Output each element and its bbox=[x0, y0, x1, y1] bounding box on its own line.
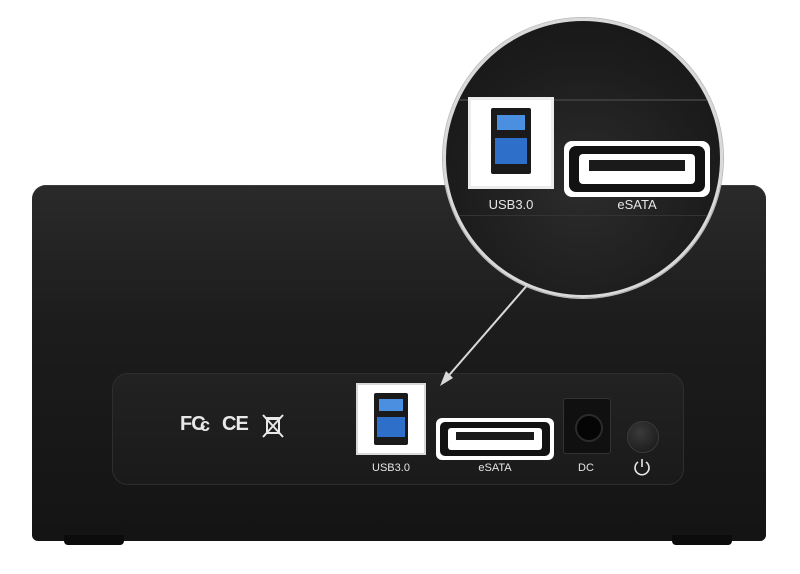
esata-port-inner bbox=[448, 428, 542, 450]
power-button bbox=[627, 421, 659, 453]
zoom-usb3-contact-top bbox=[497, 115, 525, 130]
usb3-port-inner bbox=[374, 393, 408, 445]
zoom-usb3-inner bbox=[491, 108, 531, 174]
zoom-usb3-contact-bottom bbox=[495, 138, 527, 164]
zoom-panel-edge bbox=[446, 215, 720, 216]
dc-jack bbox=[563, 398, 611, 454]
zoom-esata-port bbox=[564, 141, 710, 197]
dc-label: DC bbox=[578, 462, 594, 474]
fcc-mark: FC bbox=[180, 413, 206, 435]
usb3-contact-top bbox=[379, 399, 403, 411]
weee-bin-icon bbox=[262, 414, 284, 438]
usb3-contact-bottom bbox=[377, 417, 405, 437]
zoom-magnifier: USB3.0 eSATA bbox=[443, 18, 723, 298]
zoom-esata-inner bbox=[579, 154, 695, 184]
power-icon bbox=[634, 459, 650, 476]
esata-port-frame bbox=[440, 422, 550, 456]
zoom-esata-slot bbox=[589, 160, 685, 171]
zoom-top-edge bbox=[446, 99, 720, 101]
ce-mark: CE bbox=[222, 413, 249, 435]
fcc-mark-c: c bbox=[200, 415, 210, 435]
usb3-port bbox=[356, 383, 426, 455]
usb3-label: USB3.0 bbox=[372, 462, 410, 474]
right-foot bbox=[672, 535, 732, 545]
left-foot bbox=[64, 535, 124, 545]
esata-slot bbox=[456, 432, 534, 440]
dc-jack-hole bbox=[575, 414, 603, 442]
zoom-usb3-label: USB3.0 bbox=[488, 197, 534, 212]
zoom-esata-label: eSATA bbox=[617, 197, 657, 212]
zoom-usb3-port bbox=[468, 97, 554, 189]
zoom-esata-frame bbox=[569, 146, 705, 192]
esata-port bbox=[436, 418, 554, 460]
esata-label: eSATA bbox=[478, 462, 512, 474]
